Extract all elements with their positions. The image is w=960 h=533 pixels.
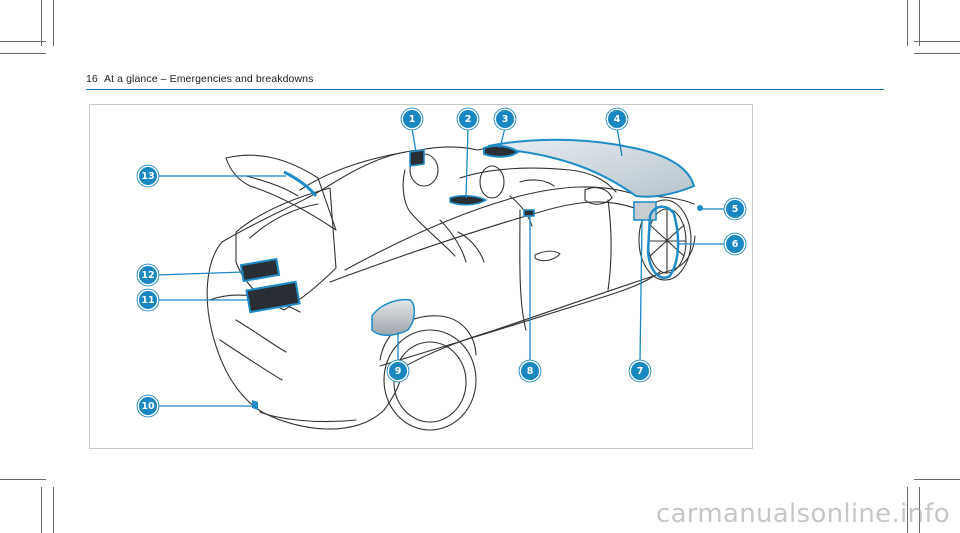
callout-12: 12 (139, 266, 157, 284)
callout-4: 4 (608, 110, 626, 128)
crop-mark-bl-v (41, 487, 42, 533)
crop-mark-tl-v2 (53, 0, 54, 46)
sun-visor-highlight (483, 144, 520, 158)
console-highlight (523, 209, 535, 217)
crop-mark-bl-h (0, 479, 46, 480)
fuel-flap-highlight (371, 298, 415, 336)
callout-9: 9 (389, 362, 407, 380)
callout-3: 3 (496, 110, 514, 128)
seat-marker-highlight (409, 149, 425, 167)
callout-7: 7 (631, 362, 649, 380)
watermark: carmanualsonline.info (655, 499, 950, 529)
footwell-highlight (449, 195, 488, 206)
front-wheel-highlight (646, 205, 680, 279)
figure-frame (89, 104, 753, 449)
callout-6: 6 (726, 235, 744, 253)
crop-mark-tr-v2 (919, 0, 920, 46)
callout-5: 5 (726, 200, 744, 218)
trunk-lid-edge-highlight (283, 170, 318, 197)
crop-mark-tr-h2 (914, 53, 960, 54)
callout-8: 8 (521, 362, 539, 380)
bonnet-highlight (487, 138, 696, 198)
callout-1: 1 (403, 110, 421, 128)
rear-tow-eye-highlight (252, 400, 258, 410)
callout-10: 10 (139, 397, 157, 415)
trunk-tray-lower-highlight (245, 280, 301, 314)
callout-2: 2 (459, 110, 477, 128)
crop-mark-br-h (914, 479, 960, 480)
crop-mark-tr-v (907, 0, 908, 46)
highlighted-parts (239, 138, 703, 410)
header-rule (86, 89, 884, 90)
callout-11: 11 (139, 291, 157, 309)
callout-13: 13 (139, 167, 157, 185)
page-header-title: At a glance – Emergencies and breakdowns (104, 73, 314, 85)
crop-mark-tl-h2 (0, 53, 46, 54)
crop-mark-tl-h (0, 41, 46, 42)
trunk-tray-upper-highlight (239, 257, 281, 283)
crop-mark-tl-v (41, 0, 42, 46)
crop-mark-br-v2 (919, 487, 920, 533)
page-number: 16 (86, 73, 98, 85)
crop-mark-br-v (907, 487, 908, 533)
leader-lines (156, 127, 735, 407)
front-tow-eye-highlight (697, 205, 703, 211)
crop-mark-bl-v2 (53, 487, 54, 533)
crop-mark-tr-h (914, 41, 960, 42)
